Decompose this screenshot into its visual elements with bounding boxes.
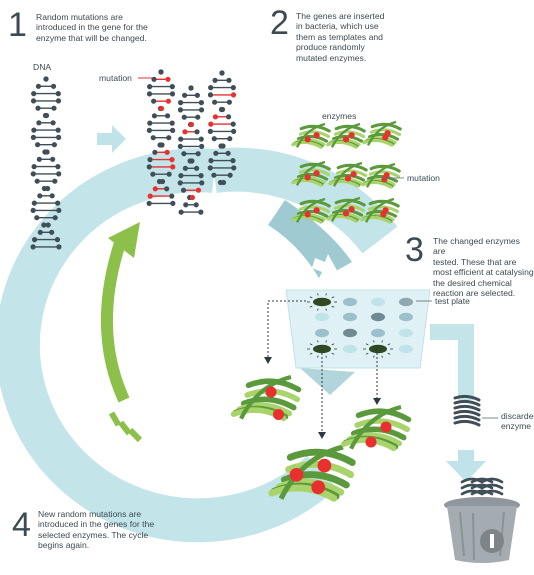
mutation-enzyme-label: mutation xyxy=(407,173,440,183)
discarded-enzyme-label: discarded enzyme xyxy=(501,411,534,431)
arrow-to-test-plate xyxy=(312,254,340,280)
test-plate xyxy=(285,289,432,369)
step-2-number: 2 xyxy=(270,4,289,42)
dna-strands xyxy=(30,69,237,250)
cycle-ring xyxy=(0,147,398,543)
step-3-number: 3 xyxy=(405,231,424,269)
test-plate-label: test plate xyxy=(435,296,470,306)
arrow-to-mutated-dna xyxy=(97,125,126,153)
trash-bin xyxy=(444,477,520,563)
dna-label: DNA xyxy=(33,62,52,72)
step-2-text: The genes are inserted in bacteria, whic… xyxy=(296,11,385,63)
selection-arrows xyxy=(267,300,378,432)
step-4-text: New random mutations are introduced in t… xyxy=(38,509,155,551)
mutation-dna-label: mutation xyxy=(99,73,132,83)
step-1-number: 1 xyxy=(8,6,27,44)
discarded-enzyme-graphic xyxy=(453,394,481,427)
enzymes-label: enzymes xyxy=(322,111,357,121)
enzyme-grid xyxy=(291,120,402,224)
step-3-text: The changed enzymes are tested. These th… xyxy=(433,236,534,299)
step-4-number: 4 xyxy=(12,506,31,544)
green-cycle-arrow xyxy=(100,222,143,443)
discard-pipe xyxy=(430,324,486,482)
selected-enzymes xyxy=(230,374,412,502)
step-1-text: Random mutations are introduced in the g… xyxy=(36,12,148,43)
arrow-to-enzymes xyxy=(214,198,276,225)
